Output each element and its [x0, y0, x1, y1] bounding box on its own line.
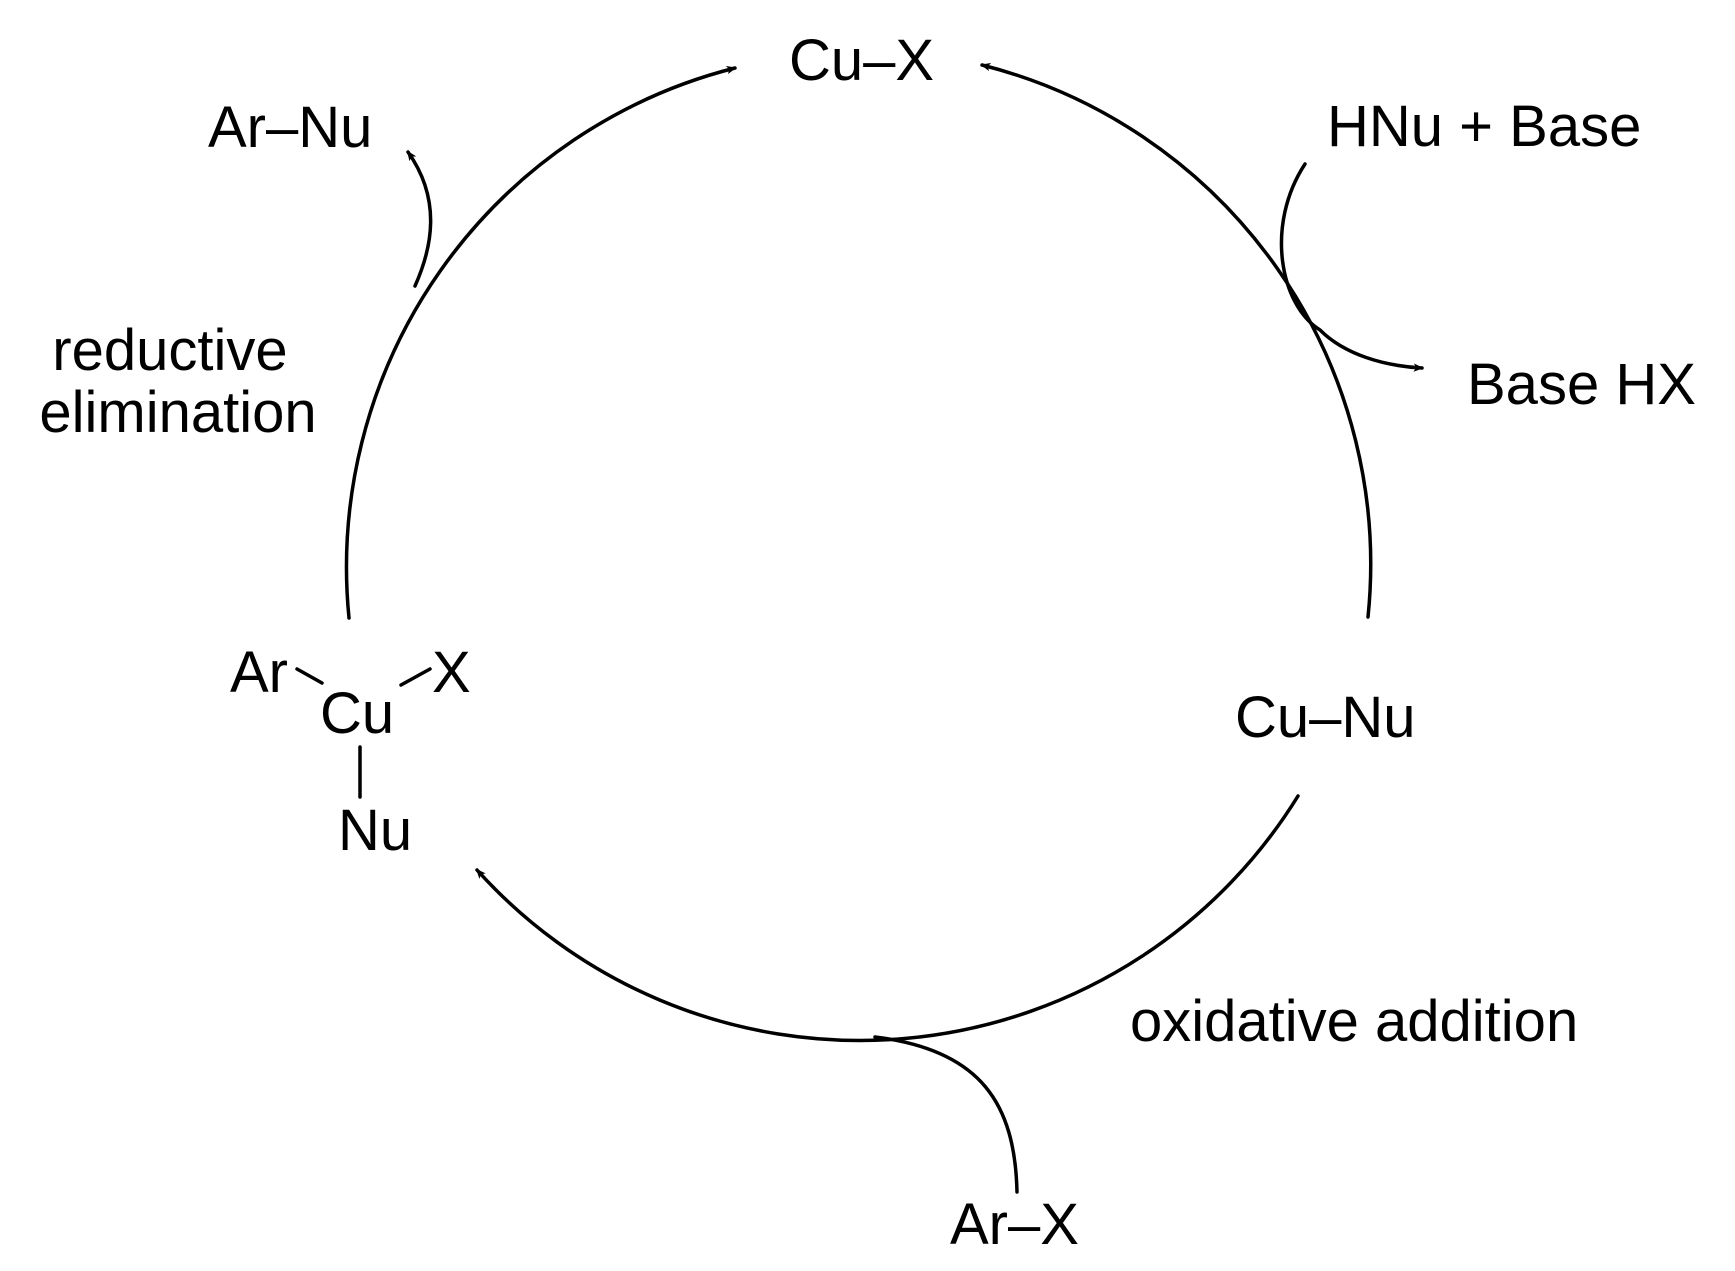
arc-complex-to-cux [344, 66, 737, 620]
complex-nucleophile: Nu [338, 798, 412, 863]
arc-cunu-to-cux [980, 63, 1373, 619]
species-ar-nu: Ar–Nu [208, 95, 372, 160]
bond-ar-cu [295, 667, 324, 685]
step-reductive-elimination: reductive elimination [39, 318, 316, 445]
species-cu-x: Cu–X [789, 28, 934, 93]
species-base-hx: Base HX [1467, 352, 1696, 417]
step-reductive-line: reductive [52, 318, 287, 383]
species-cu-nu: Cu–Nu [1235, 685, 1416, 750]
cu-complex: Ar X Cu Nu [230, 640, 471, 863]
arrow-arnu-out [406, 150, 433, 288]
arc-cunu-to-complex [475, 794, 1300, 1043]
species-ar-x: Ar–X [950, 1192, 1079, 1257]
complex-aryl: Ar [230, 640, 288, 705]
step-oxidative-addition: oxidative addition [1130, 989, 1578, 1054]
complex-halide: X [432, 640, 471, 705]
step-elimination-line: elimination [39, 380, 316, 445]
bond-cu-x [399, 667, 432, 687]
species-hnu-base: HNu + Base [1327, 94, 1641, 159]
arrow-hnu-base-in [1279, 162, 1424, 372]
complex-metal: Cu [320, 681, 394, 746]
arrow-arx-in [873, 1035, 1019, 1194]
